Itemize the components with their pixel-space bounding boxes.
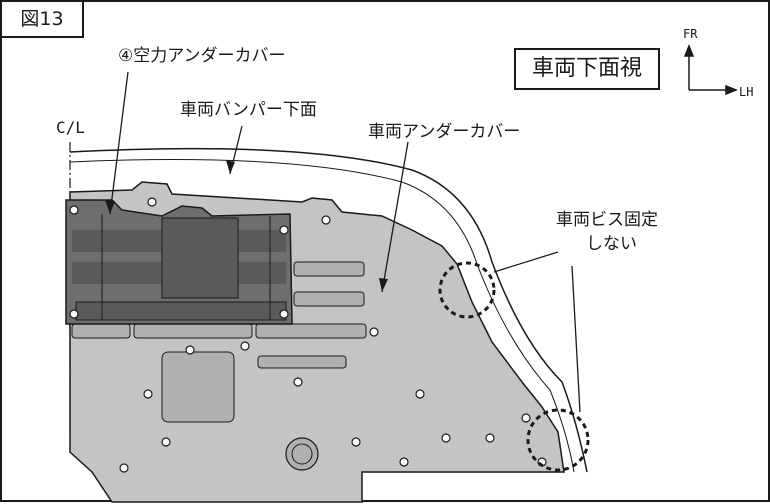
- screw-free-mark-2: [526, 408, 590, 472]
- callout-aero-under-cover: ④空力アンダーカバー: [118, 46, 286, 66]
- callout-screw-not-fixed-2: しない: [586, 234, 637, 254]
- view-label: 車両下面視: [514, 48, 660, 90]
- leader-arrowheads: [105, 160, 388, 292]
- centerline-label: C/L: [56, 118, 85, 137]
- bumper-inner-line: [69, 159, 575, 473]
- callout-screw-not-fixed-1: 車両ビス固定: [556, 210, 658, 230]
- leader-lines: [109, 71, 581, 413]
- lh-label: LH: [739, 85, 754, 99]
- aero-under-cover-shape: [65, 199, 293, 325]
- orientation-axes: [683, 43, 739, 96]
- fr-label: FR: [683, 27, 698, 41]
- callout-bumper-lower: 車両バンパー下面: [180, 100, 317, 120]
- screw-points: [69, 197, 547, 473]
- screw-free-mark-1: [438, 261, 496, 319]
- callout-vehicle-under-cover: 車両アンダーカバー: [368, 122, 521, 142]
- figure-number: 図13: [2, 2, 84, 38]
- bumper-outline: [69, 147, 588, 473]
- drain-hole: [285, 437, 319, 471]
- cover-ribs: [71, 261, 367, 423]
